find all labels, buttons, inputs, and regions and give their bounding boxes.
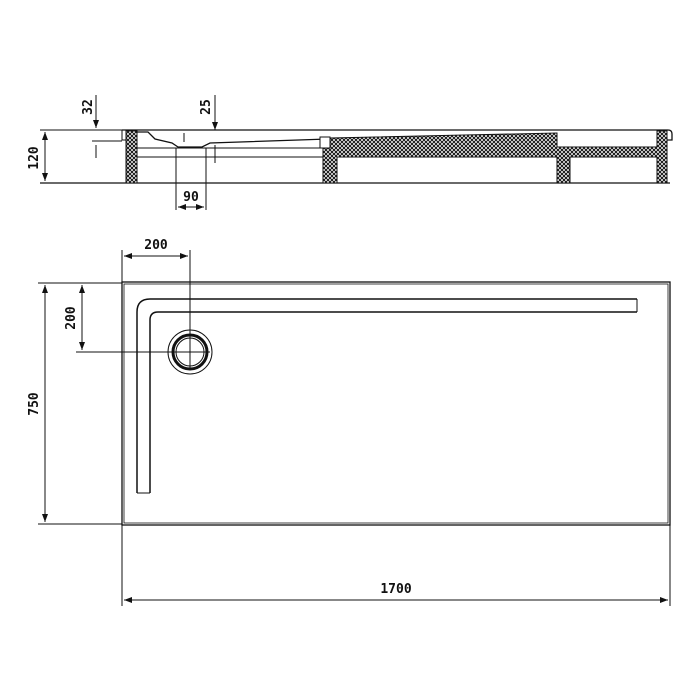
hatched-support-frame	[322, 130, 668, 184]
dim-width-label: 1700	[380, 582, 411, 597]
dim-drain-width-label: 90	[183, 190, 199, 205]
dim-drain-depth-label: 25	[199, 99, 214, 115]
tray-outline	[121, 281, 671, 526]
dim-drain-offset-x-label: 200	[144, 238, 168, 253]
dim-depth-label: 750	[27, 392, 42, 416]
dim-rim-depth-label: 32	[81, 99, 96, 115]
plan-view	[121, 281, 671, 526]
dim-height-label: 120	[27, 146, 42, 170]
section-view	[40, 129, 673, 184]
left-support-leg	[125, 130, 138, 184]
section-dimensions	[42, 95, 218, 210]
dim-drain-offset-y-label: 200	[64, 306, 79, 330]
groove-inner	[149, 311, 637, 493]
plan-dimensions	[38, 250, 671, 606]
groove-outer	[136, 298, 637, 493]
